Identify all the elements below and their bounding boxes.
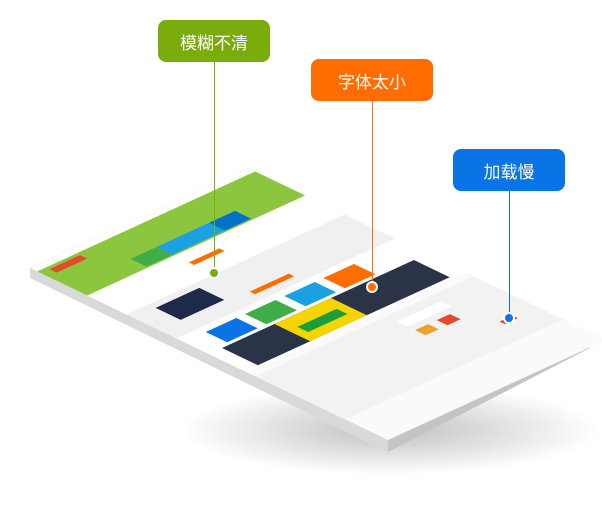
green-header (30, 168, 306, 296)
callout-blurry: 模糊不清 (158, 20, 270, 62)
callout-leader-line-blurry (214, 62, 215, 270)
callout-marker-blurry (208, 267, 220, 279)
callout-marker-small-font (366, 281, 378, 293)
callout-marker-slow-loading (503, 312, 515, 324)
page-surface (30, 168, 602, 441)
page-side-left (30, 268, 388, 452)
callout-leader-line-slow-loading (509, 190, 510, 316)
callout-small-font: 字体太小 (311, 59, 433, 101)
callout-leader-line-small-font (372, 100, 373, 284)
callout-slow-loading: 加载慢 (453, 149, 565, 191)
